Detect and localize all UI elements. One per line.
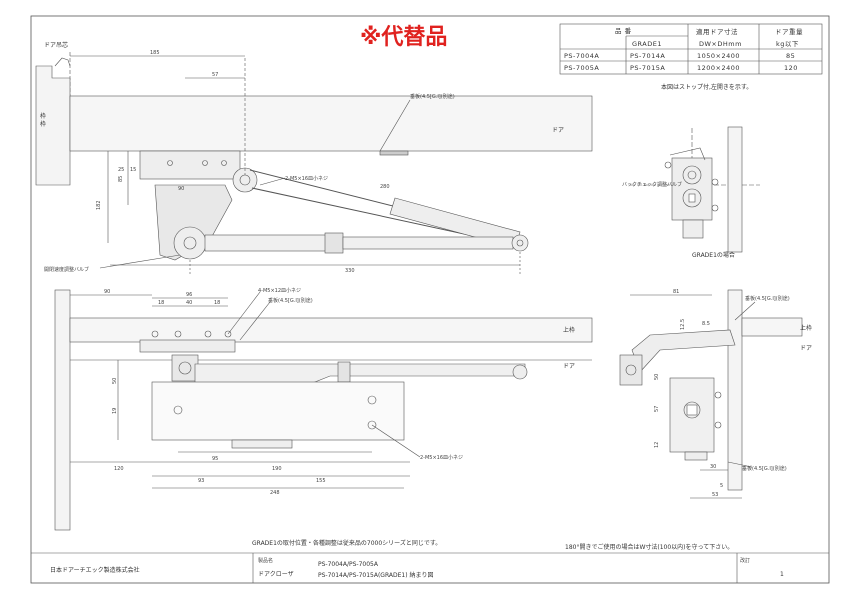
product-name-label: 製品名 (258, 557, 273, 564)
dim-190: 190 (272, 466, 282, 472)
dim-30: 30 (710, 464, 716, 470)
dim-53: 53 (712, 492, 718, 498)
dim-248: 248 (270, 490, 280, 496)
dim-40: 40 (186, 300, 192, 306)
dim-18b: 18 (214, 300, 220, 306)
grade-detail-view: バックチェック調整バルブ GRADE1の場合 (622, 126, 760, 259)
substitute-banner: ※代替品 (360, 25, 447, 50)
table-cell: PS-7005A (564, 64, 599, 72)
shim-note-mid: 垂板(4.5[G.I](別途) (268, 297, 313, 304)
shim-note-right-lower: 垂板(4.5[G.I](別途) (742, 465, 787, 472)
dim-5: 5 (720, 483, 723, 489)
dim-15: 15 (130, 167, 136, 173)
title-block: 日本ドアーチエック製造株式会社 製品名 ドアクローザ PS-7004A/PS-7… (31, 552, 829, 583)
dim-96: 96 (186, 292, 192, 298)
table-header-model: 品 番 (615, 27, 632, 35)
dim-12-5: 12.5 (680, 319, 686, 330)
door-hinge-label: ドア吊芯 (44, 41, 68, 49)
dim-185: 185 (150, 50, 160, 56)
table-header-weight: ドア重量 (775, 28, 803, 36)
table-cell: 85 (786, 52, 795, 60)
table-cell: 1200×2400 (697, 64, 740, 72)
stop-note: 本図はストップ付,左開きを示す。 (661, 83, 752, 91)
dim-81: 81 (673, 289, 679, 295)
speed-valve-label: 開閉速度調整バルブ (44, 266, 89, 273)
door-lower-label: ドア (563, 363, 575, 370)
dim-8-5: 8.5 (702, 321, 710, 327)
dim-50b: 50 (654, 374, 660, 380)
dim-57b: 57 (654, 406, 660, 412)
dim-280: 280 (380, 184, 390, 190)
dim-57: 57 (212, 72, 218, 78)
grade-install-note: GRADE1の取付位置・各種調整は従来品の7000シリーズと同じです。 (252, 539, 441, 547)
dim-155: 155 (316, 478, 326, 484)
opening-note: 180°開きでご使用の場合はW寸法(100以内)を守って下さい。 (565, 543, 733, 551)
table-header-grade: GRADE1 (632, 40, 662, 48)
revision-number: 1 (780, 571, 784, 578)
dim-93: 93 (198, 478, 204, 484)
screw-note: 2-M5×16皿小ネジ (285, 175, 328, 182)
table-header-size: 適用ドア寸法 (696, 27, 738, 36)
table-cell: PS-7014A (630, 52, 665, 60)
table-header-size-unit: DW×DHmm (699, 40, 742, 48)
dim-85: 85 (118, 176, 124, 182)
frame-label: 枠 (40, 112, 46, 120)
screw-note-lower: 2-M5×16皿小ネジ (420, 454, 463, 461)
dim-182: 182 (96, 200, 102, 210)
front-view: 上枠 ドア 90 96 18 40 18 50 19 120 95 190 (54, 287, 593, 531)
dim-18: 18 (158, 300, 164, 306)
upper-frame-label: 上枠 (563, 326, 575, 334)
shim-note-right: 垂板(4.5[G.I](別途) (745, 295, 790, 302)
revision-label: 改訂 (740, 557, 750, 564)
dim-19: 19 (112, 408, 118, 414)
model-line-1: PS-7004A/PS-7005A (318, 561, 379, 568)
dim-90: 90 (178, 186, 184, 192)
dim-330: 330 (345, 268, 355, 274)
door-label: ドア (552, 127, 564, 134)
door-right-view-label: ドア (800, 345, 812, 352)
table-cell: PS-7015A (630, 64, 665, 72)
spec-table: 品 番 GRADE1 適用ドア寸法 DW×DHmm ドア重量 kg以下 PS-7… (559, 23, 823, 75)
table-header-weight-unit: kg以下 (776, 40, 799, 48)
table-cell: 1050×2400 (697, 52, 740, 60)
dim-50: 50 (112, 378, 118, 384)
svg-text:枠: 枠 (40, 120, 46, 128)
table-cell: PS-7004A (564, 52, 599, 60)
product-type: ドアクローザ (258, 571, 294, 578)
company-name: 日本ドアーチエック製造株式会社 (50, 566, 140, 574)
grade-view-caption: GRADE1の場合 (692, 251, 735, 259)
dim-12: 12 (654, 442, 660, 448)
border-frame (30, 15, 830, 584)
backcheck-valve-label: バックチェック調整バルブ (622, 181, 682, 188)
dim-120: 120 (114, 466, 124, 472)
shim-note-top: 垂板(4.5[G.I](別途) (410, 93, 455, 100)
dim-25: 25 (118, 167, 124, 173)
model-line-2: PS-7014A/PS-7015A(GRADE1) 納まり図 (318, 571, 433, 579)
side-view: 上枠 ドア 81 8.5 12.5 57 12 30 53 5 50 垂板(4.… (619, 289, 812, 499)
screw-note-4m5: 4-M5×12皿小ネジ (258, 287, 301, 294)
top-view: ドア吊芯 枠 枠 ドア 185 57 280 (35, 41, 593, 275)
dim-95: 95 (212, 456, 218, 462)
upper-frame-right-label: 上枠 (800, 324, 812, 332)
dim-90b: 90 (104, 289, 110, 295)
table-cell: 120 (784, 64, 798, 72)
